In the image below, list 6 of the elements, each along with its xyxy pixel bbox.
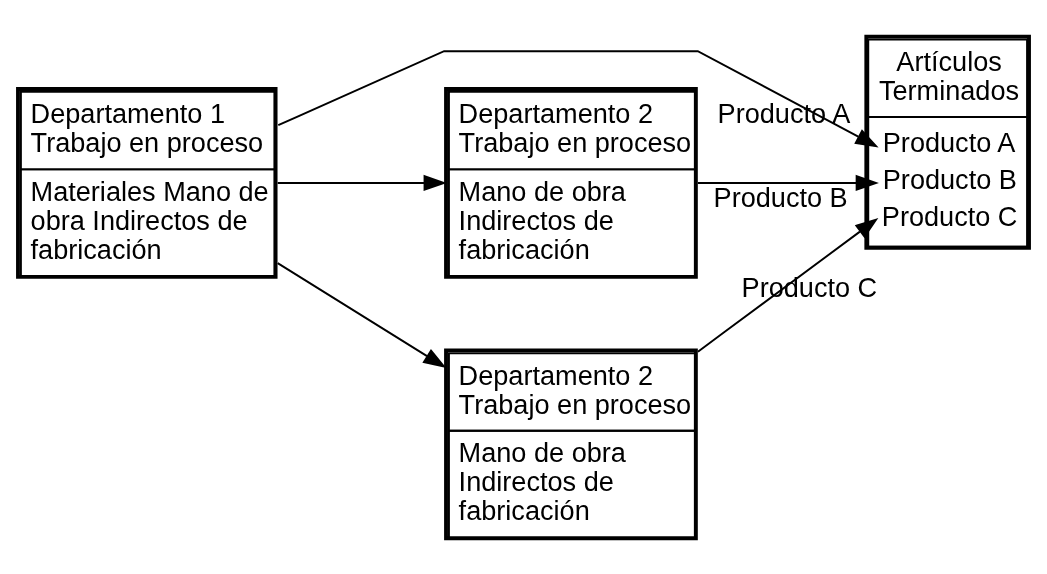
edge-label: Producto B bbox=[713, 181, 848, 213]
arrow bbox=[696, 217, 879, 353]
arrow bbox=[696, 174, 879, 191]
arrow bbox=[276, 174, 447, 191]
arrow bbox=[277, 49, 879, 147]
arrow bbox=[276, 261, 447, 368]
